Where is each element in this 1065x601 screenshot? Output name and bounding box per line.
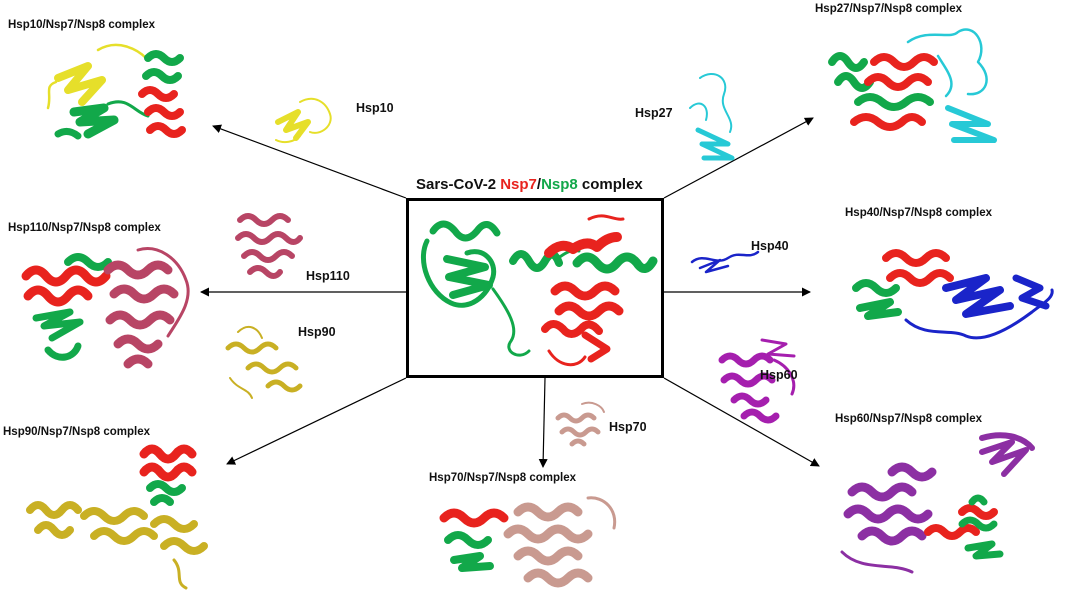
hsp110-complex-structure xyxy=(21,247,190,369)
hsp40-complex-label: Hsp40/Nsp7/Nsp8 complex xyxy=(845,207,993,219)
hsp110-structure xyxy=(235,213,303,279)
nsp7-nsp8-structure xyxy=(420,214,658,367)
title-prefix: Sars-CoV-2 xyxy=(416,176,501,193)
arrow-to-hsp60-complex xyxy=(663,377,820,467)
hsp10-complex-label: Hsp10/Nsp7/Nsp8 complex xyxy=(8,19,156,31)
arrow-to-hsp90-complex xyxy=(226,377,407,465)
arrow-to-hsp70-complex xyxy=(538,377,548,468)
hsp60-complex-structure xyxy=(840,432,1035,574)
title-suffix: complex xyxy=(577,176,643,193)
hsp27-structure xyxy=(689,73,735,161)
arrow-to-hsp10-complex xyxy=(212,124,407,199)
hsp70-label: Hsp70 xyxy=(609,420,647,434)
title-nsp8: Nsp8 xyxy=(541,176,578,193)
hsp60-complex-label: Hsp60/Nsp7/Nsp8 complex xyxy=(835,413,983,425)
hsp110-label: Hsp110 xyxy=(306,269,350,283)
hsp90-complex-label: Hsp90/Nsp7/Nsp8 complex xyxy=(3,426,151,438)
hsp70-structure xyxy=(555,401,605,447)
hsp27-complex-structure xyxy=(828,28,997,143)
center-title: Sars-CoV-2 Nsp7/Nsp8 complex xyxy=(416,176,643,193)
hsp40-structure xyxy=(690,250,760,274)
hsp10-label: Hsp10 xyxy=(356,101,394,115)
hsp27-label: Hsp27 xyxy=(635,106,673,120)
hsp40-complex-structure xyxy=(852,249,1054,340)
hsp27-complex-label: Hsp27/Nsp7/Nsp8 complex xyxy=(815,3,963,15)
hsp10-complex-structure xyxy=(46,43,186,140)
hsp90-label: Hsp90 xyxy=(298,325,336,339)
hsp70-complex-structure xyxy=(439,496,617,588)
hsp70-complex-label: Hsp70/Nsp7/Nsp8 complex xyxy=(429,472,577,484)
hsp90-structure xyxy=(225,325,303,399)
title-slash: / xyxy=(536,176,542,193)
title-nsp7: Nsp7 xyxy=(500,176,537,193)
hsp90-complex-structure xyxy=(26,444,208,590)
hsp110-complex-label: Hsp110/Nsp7/Nsp8 complex xyxy=(8,222,161,234)
hsp40-label: Hsp40 xyxy=(751,239,789,253)
hsp60-structure xyxy=(718,338,796,424)
arrow-to-hsp27-complex xyxy=(663,117,814,199)
hsp10-structure xyxy=(275,97,332,144)
hsp60-label: Hsp60 xyxy=(760,368,798,382)
nsp7-nsp8-structure-box xyxy=(406,198,664,378)
